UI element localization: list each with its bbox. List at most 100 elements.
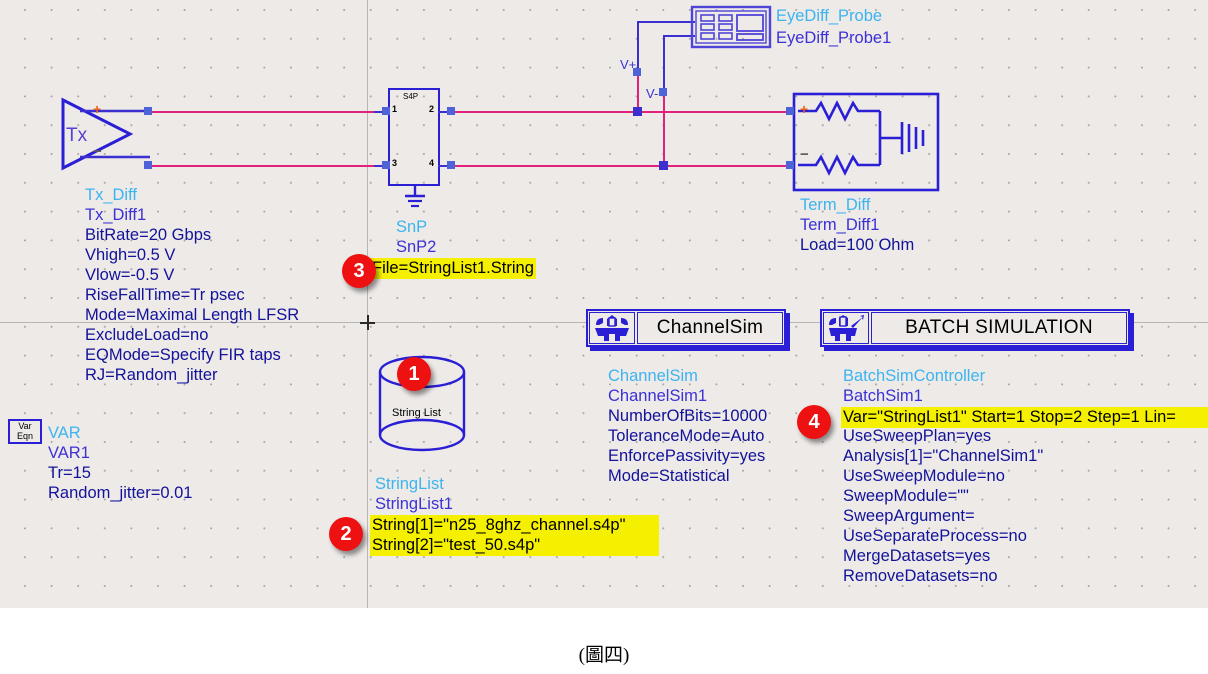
snp-port-1: 1 <box>392 104 398 114</box>
junction-vplus <box>633 107 642 116</box>
batchsim-param-sweepmodule: SweepModule="" <box>843 487 969 505</box>
wire-snp-to-term-minus[interactable] <box>452 165 792 168</box>
probe-pin-vminus <box>659 88 667 96</box>
snp-lead-p2 <box>438 111 454 114</box>
stringlist-param-string2-highlighted: String[2]="test_50.s4p" <box>370 535 659 556</box>
probe-wire-vminus-horizontal[interactable] <box>663 35 695 38</box>
snp-lead-p4 <box>438 165 454 168</box>
batch-simulation-header-title: BATCH SIMULATION <box>905 317 1093 338</box>
batchsim-param-useseparateprocess: UseSeparateProcess=no <box>843 527 1027 545</box>
node-label-vminus: V- <box>646 86 659 101</box>
tx-plus-sign: + <box>93 101 102 117</box>
tx-param-eqmode: EQMode=Specify FIR taps <box>85 346 281 364</box>
snp-block-icon[interactable] <box>388 88 440 186</box>
snp-pin-2 <box>447 107 455 115</box>
batchsim-param-mergedatasets: MergeDatasets=yes <box>843 547 991 565</box>
tx-param-excludeload: ExcludeLoad=no <box>85 326 209 344</box>
var-instance-name: VAR1 <box>48 444 90 462</box>
wire-tx-minus-to-snp[interactable] <box>148 165 388 168</box>
batchsim-param-var-highlighted: Var="StringList1" Start=1 Stop=2 Step=1 … <box>841 407 1208 428</box>
batchsim-instance-name: BatchSim1 <box>843 387 923 405</box>
probe-wire-vplus-horizontal[interactable] <box>637 21 695 24</box>
var-eqn-icon[interactable]: Var Eqn <box>8 419 42 444</box>
snp-instance-name: SnP2 <box>396 238 437 256</box>
batchsim-type-name: BatchSimController <box>843 367 986 385</box>
annotation-badge-3: 3 <box>342 254 376 288</box>
wire-vminus-tap[interactable] <box>663 92 666 167</box>
schematic-canvas[interactable]: + − Tx Tx_Diff Tx_Diff1 BitRate=20 Gbps … <box>0 0 1208 608</box>
tx-pin-minus <box>144 161 152 169</box>
batchsim-param-sweepargument: SweepArgument= <box>843 507 975 525</box>
term-instance-name: Term_Diff1 <box>800 216 880 234</box>
annotation-badge-1: 1 <box>397 357 431 391</box>
probe-type-name: EyeDiff_Probe <box>776 7 883 25</box>
snp-port-2: 2 <box>429 104 435 114</box>
batchsim-param-analysis: Analysis[1]="ChannelSim1" <box>843 447 1044 465</box>
var-param-tr: Tr=15 <box>48 464 91 482</box>
tx-param-vlow: Vlow=-0.5 V <box>85 266 175 284</box>
figure-caption: (圖四) <box>578 645 630 666</box>
var-param-randomjitter: Random_jitter=0.01 <box>48 484 193 502</box>
term-diff-symbol[interactable] <box>792 92 940 192</box>
term-pin-minus <box>786 161 794 169</box>
tx-param-mode: Mode=Maximal Length LFSR <box>85 306 300 324</box>
snp-block-label: S4P <box>403 92 419 101</box>
tx-pin-plus <box>144 107 152 115</box>
channelsim-param-tolerancemode: ToleranceMode=Auto <box>608 427 765 445</box>
eye-diagram-probe-icon[interactable] <box>690 5 772 49</box>
channelsim-param-enforcepassivity: EnforcePassivity=yes <box>608 447 766 465</box>
tx-instance-name: Tx_Diff1 <box>85 206 147 224</box>
stringlist-icon-label: String List <box>392 407 441 419</box>
probe-wire-vminus-vertical[interactable] <box>663 35 666 93</box>
batch-simulation-gear-arrow-icon <box>823 312 869 344</box>
wire-vplus-tap[interactable] <box>637 72 640 113</box>
annotation-badge-2: 2 <box>329 517 363 551</box>
node-label-vplus: V+ <box>620 57 637 72</box>
snp-param-file-highlighted: File=StringList1.String <box>370 258 536 279</box>
annotation-badge-4: 4 <box>797 405 831 439</box>
snp-port-3: 3 <box>392 158 398 168</box>
term-type-name: Term_Diff <box>800 196 871 214</box>
var-eqn-icon-line1: Var <box>18 421 32 432</box>
tx-param-rj: RJ=Random_jitter <box>85 366 218 384</box>
batch-simulation-controller-block[interactable]: BATCH SIMULATION <box>820 309 1134 351</box>
tx-minus-sign: − <box>93 143 102 160</box>
probe-instance-name: EyeDiff_Probe1 <box>776 29 892 47</box>
snp-pin-3 <box>382 161 390 169</box>
tx-param-vhigh: Vhigh=0.5 V <box>85 246 176 264</box>
tx-diff-symbol[interactable] <box>58 96 150 172</box>
var-eqn-icon-line2: Eqn <box>16 430 33 441</box>
batchsim-param-removedatasets: RemoveDatasets=no <box>843 567 998 585</box>
channelsim-header-title: ChannelSim <box>656 317 764 338</box>
snp-pin-1 <box>382 107 390 115</box>
ground-symbol <box>398 185 432 211</box>
stringlist-param-string1-highlighted: String[1]="n25_8ghz_channel.s4p" <box>370 515 659 536</box>
var-type-name: VAR <box>48 424 81 442</box>
term-plus-sign: + <box>800 101 809 117</box>
stringlist-instance-name: StringList1 <box>375 495 453 513</box>
channelsim-gear-icon <box>589 312 635 344</box>
batchsim-param-usesweepmodule: UseSweepModule=no <box>843 467 1005 485</box>
batch-simulation-header-title-cell: BATCH SIMULATION <box>871 312 1127 344</box>
snp-type-name: SnP <box>396 218 428 236</box>
channelsim-controller-block[interactable]: ChannelSim <box>586 309 790 351</box>
probe-wire-vplus-vertical[interactable] <box>637 21 640 73</box>
term-pin-plus <box>786 107 794 115</box>
wire-snp-to-term-plus[interactable] <box>452 111 792 114</box>
junction-vminus <box>659 161 668 170</box>
tx-inner-label: Tx <box>66 125 88 146</box>
page-boundary-vertical <box>367 0 368 608</box>
tx-type-name: Tx_Diff <box>85 186 137 204</box>
channelsim-header-title-cell: ChannelSim <box>637 312 783 344</box>
channelsim-instance-name: ChannelSim1 <box>608 387 708 405</box>
wire-tx-plus-to-snp[interactable] <box>148 111 388 114</box>
channelsim-param-mode: Mode=Statistical <box>608 467 730 485</box>
snp-pin-4 <box>447 161 455 169</box>
probe-pin-vplus <box>633 68 641 76</box>
channelsim-type-name: ChannelSim <box>608 367 698 385</box>
channelsim-param-numberofbits: NumberOfBits=10000 <box>608 407 768 425</box>
snp-port-4: 4 <box>429 158 435 168</box>
stringlist-type-name: StringList <box>375 475 444 493</box>
batchsim-param-usesweepplan: UseSweepPlan=yes <box>843 427 992 445</box>
